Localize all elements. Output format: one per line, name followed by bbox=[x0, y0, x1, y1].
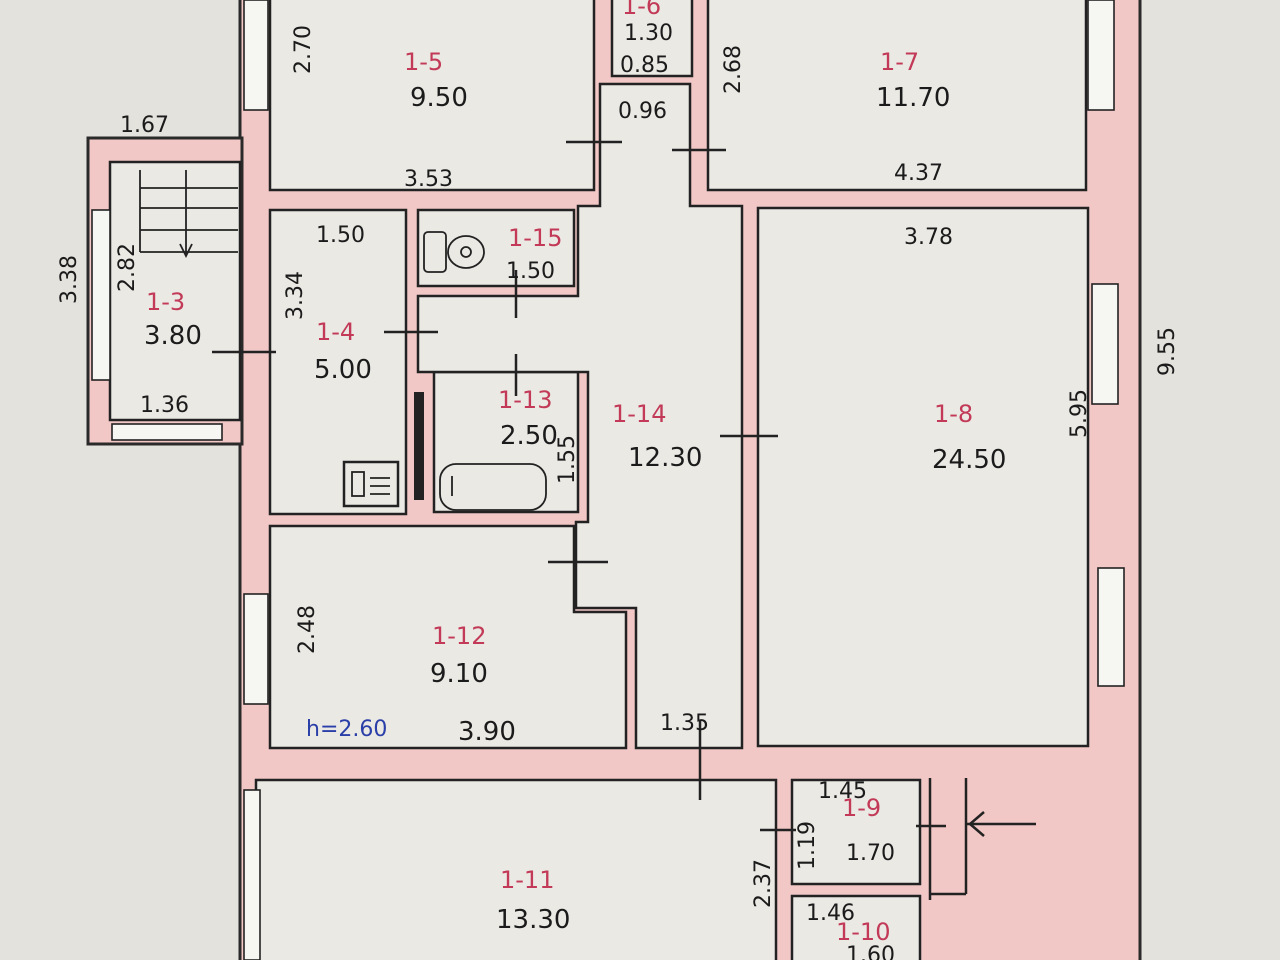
room-number-6: 1-6 bbox=[622, 0, 661, 20]
room-number-8: 1-8 bbox=[934, 400, 973, 428]
dim-0-96: 0.96 bbox=[618, 99, 667, 124]
room-area-8: 24.50 bbox=[932, 445, 1006, 475]
dim-4-37: 4.37 bbox=[894, 161, 943, 186]
room-number-3: 1-3 bbox=[146, 288, 185, 316]
toilet-icon bbox=[423, 231, 485, 273]
room-number-9: 1-9 bbox=[842, 794, 881, 822]
stair-icon bbox=[139, 170, 238, 259]
room-number-14: 1-14 bbox=[612, 400, 666, 428]
room-area-14: 12.30 bbox=[628, 443, 702, 473]
ceiling-height-label: h=2.60 bbox=[306, 717, 387, 742]
room-number-4: 1-4 bbox=[316, 318, 355, 346]
dim-1-46: 1.46 bbox=[806, 901, 855, 926]
room-number-13: 1-13 bbox=[498, 386, 552, 414]
dim-2-82: 2.82 bbox=[115, 243, 140, 292]
dim-1-45: 1.45 bbox=[818, 779, 867, 804]
annex-window bbox=[91, 209, 111, 381]
room-area-4: 5.00 bbox=[314, 355, 372, 385]
room-area-13: 2.50 bbox=[500, 421, 558, 451]
room-15 bbox=[416, 208, 576, 288]
room-area-12: 9.10 bbox=[430, 659, 488, 689]
window-room-12 bbox=[243, 593, 269, 705]
room-9 bbox=[790, 778, 922, 886]
room-number-10: 1-10 bbox=[836, 918, 890, 946]
room-area-6: 1.30 bbox=[624, 21, 673, 46]
room-number-15: 1-15 bbox=[508, 224, 562, 252]
window-room-5 bbox=[243, 0, 269, 111]
room-14 bbox=[416, 82, 744, 750]
dim-1-55: 1.55 bbox=[555, 435, 580, 484]
dim-3-90: 3.90 bbox=[458, 717, 516, 747]
window-room-8-top bbox=[1091, 283, 1119, 405]
dim-1-35: 1.35 bbox=[660, 711, 709, 736]
dim-1-67: 1.67 bbox=[120, 113, 169, 138]
dim-2-70: 2.70 bbox=[291, 25, 316, 74]
partition-hatch bbox=[414, 392, 424, 500]
dim-2-68: 2.68 bbox=[721, 45, 746, 94]
room-5 bbox=[268, 0, 596, 192]
room-number-7: 1-7 bbox=[880, 48, 919, 76]
dim-3-53: 3.53 bbox=[404, 167, 453, 192]
room-10 bbox=[790, 894, 922, 960]
window-room-11 bbox=[243, 789, 261, 960]
dim-3-34: 3.34 bbox=[283, 271, 308, 320]
dim-5-95: 5.95 bbox=[1067, 389, 1092, 438]
bathtub-icon bbox=[439, 463, 547, 511]
dim-3-38: 3.38 bbox=[57, 255, 82, 304]
water-heater-icon bbox=[342, 460, 400, 508]
dim-1-50: 1.50 bbox=[316, 223, 365, 248]
room-area-10: 1.60 bbox=[846, 943, 895, 960]
room-number-12: 1-12 bbox=[432, 622, 486, 650]
dim-2-37: 2.37 bbox=[751, 859, 776, 908]
room-area-9: 1.70 bbox=[846, 841, 895, 866]
dim-1-36: 1.36 bbox=[140, 393, 189, 418]
window-room-8-bottom bbox=[1097, 567, 1125, 687]
room-7 bbox=[706, 0, 1088, 192]
room-area-15: 1.50 bbox=[506, 259, 555, 284]
room-number-11: 1-11 bbox=[500, 866, 554, 894]
dim-1-19: 1.19 bbox=[795, 821, 820, 870]
room-area-5: 9.50 bbox=[410, 83, 468, 113]
room-6 bbox=[610, 0, 694, 78]
dim-2-48: 2.48 bbox=[295, 605, 320, 654]
room-area-7: 11.70 bbox=[876, 83, 950, 113]
room-area-3: 3.80 bbox=[144, 321, 202, 351]
annex-window-bottom bbox=[111, 423, 223, 441]
entrance-vestibule bbox=[928, 778, 1036, 900]
room-13 bbox=[432, 370, 580, 514]
room-8 bbox=[756, 206, 1090, 748]
dim-3-78: 3.78 bbox=[904, 225, 953, 250]
window-room-7 bbox=[1087, 0, 1115, 111]
dim-9-55: 9.55 bbox=[1155, 327, 1180, 376]
room-11 bbox=[254, 778, 778, 960]
dim-0-85: 0.85 bbox=[620, 53, 669, 78]
door-marks bbox=[212, 140, 946, 832]
room-4 bbox=[268, 208, 408, 516]
room-number-5: 1-5 bbox=[404, 48, 443, 76]
room-12 bbox=[268, 524, 628, 750]
room-area-11: 13.30 bbox=[496, 905, 570, 935]
